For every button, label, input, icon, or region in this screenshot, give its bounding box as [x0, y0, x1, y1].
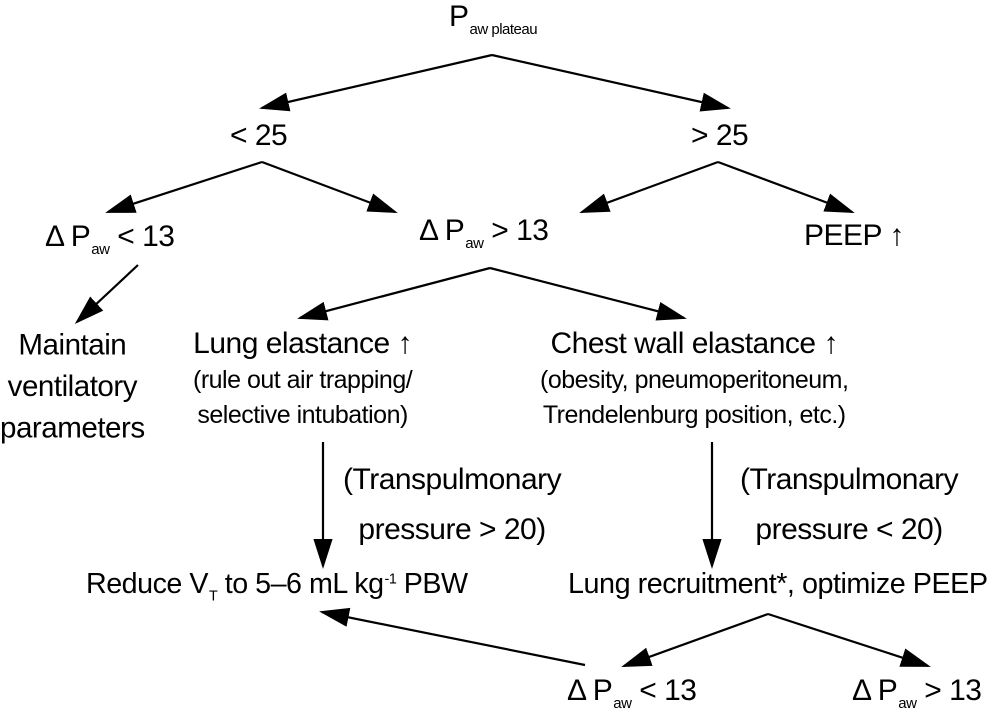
threshold-label: < 13 — [631, 674, 697, 707]
reduce-part-3: PBW — [396, 568, 468, 600]
arrow-dpaw-lt13-to-maintain — [74, 264, 139, 325]
lung-elastance-line-2: selective intubation) — [197, 401, 408, 429]
node-dpaw-gt-13-middle: Δ Paw > 13 — [419, 214, 549, 252]
arrow-dpaw-lt13-to-reduce — [319, 607, 586, 667]
aw-subscript: aw — [613, 695, 632, 713]
node-dpaw-lt-13-left: Δ Paw < 13 — [45, 220, 175, 258]
node-maintain-ventilatory-parameters: Maintain ventilatory parameters — [0, 325, 145, 449]
arrow-lt25-to-dpaw-gt13 — [261, 160, 398, 214]
lung-elastance-line-1: (rule out air trapping/ — [193, 366, 413, 394]
delta-p-label: Δ P — [567, 674, 613, 707]
reduce-part-2: to 5–6 mL kg — [217, 568, 384, 600]
transp-lt-line-2: pressure < 20) — [755, 513, 943, 546]
transp-gt-line-1: (Transpulmonary — [343, 463, 562, 496]
arrow-gt25-to-dpaw-gt13 — [579, 160, 719, 214]
maintain-line-3: parameters — [0, 411, 145, 445]
arrow-recruit-to-dpaw-gt13 — [767, 612, 931, 668]
arrow-root-to-lt25 — [259, 53, 493, 112]
node-chest-wall-elastance: Chest wall elastance ↑ (obesity, pneumop… — [540, 325, 849, 433]
lung-elastance-title: Lung elastance ↑ — [193, 327, 413, 360]
kg-superscript: -1 — [384, 570, 397, 587]
node-transpulmonary-gt-20: (Transpulmonary pressure > 20) — [343, 455, 562, 555]
paw-main: P — [449, 0, 469, 33]
arrow-gt25-to-peep — [717, 160, 855, 214]
maintain-line-1: Maintain — [18, 328, 127, 362]
chest-wall-line-2: Trendelenburg position, etc.) — [542, 401, 846, 429]
reduce-part-1: Reduce V — [86, 568, 209, 600]
arrow-dpaw-gt13-to-lung — [297, 266, 491, 321]
aw-subscript: aw — [465, 235, 484, 253]
chest-wall-title: Chest wall elastance ↑ — [550, 327, 838, 360]
delta-p-label: Δ P — [419, 214, 465, 247]
node-gt-25: > 25 — [691, 119, 749, 152]
vt-subscript: T — [208, 588, 218, 605]
node-peep-increase: PEEP ↑ — [804, 219, 904, 252]
paw-plateau-subscript: aw plateau — [469, 21, 538, 39]
node-lung-elastance: Lung elastance ↑ (rule out air trapping/… — [193, 325, 413, 433]
node-transpulmonary-lt-20: (Transpulmonary pressure < 20) — [740, 455, 959, 555]
arrow-root-to-gt25 — [491, 53, 731, 112]
aw-subscript: aw — [898, 695, 917, 713]
node-dpaw-gt-13-bottom: Δ Paw > 13 — [852, 674, 982, 712]
node-lt-25: < 25 — [230, 119, 288, 152]
node-paw-plateau: Paw plateau — [449, 0, 538, 38]
transp-lt-line-1: (Transpulmonary — [740, 463, 959, 496]
arrow-dpaw-gt13-to-chest — [489, 266, 687, 321]
node-reduce-tidal-volume: Reduce VT to 5–6 mL kg-1 PBW — [86, 568, 468, 604]
maintain-line-2: ventilatory — [7, 370, 138, 403]
arrow-lt25-to-dpaw-lt13 — [105, 160, 263, 214]
node-lung-recruitment: Lung recruitment*, optimize PEEP — [568, 568, 988, 600]
aw-subscript: aw — [91, 241, 110, 259]
delta-p-label: Δ P — [45, 220, 91, 253]
delta-p-label: Δ P — [852, 674, 898, 707]
chest-wall-line-1: (obesity, pneumoperitoneum, — [540, 366, 849, 394]
threshold-label: < 13 — [109, 220, 175, 253]
threshold-label: > 13 — [916, 674, 982, 707]
node-dpaw-lt-13-bottom: Δ Paw < 13 — [567, 674, 697, 712]
transp-gt-line-2: pressure > 20) — [358, 513, 546, 546]
arrow-recruit-to-dpaw-lt13 — [621, 612, 769, 668]
threshold-label: > 13 — [483, 214, 549, 247]
